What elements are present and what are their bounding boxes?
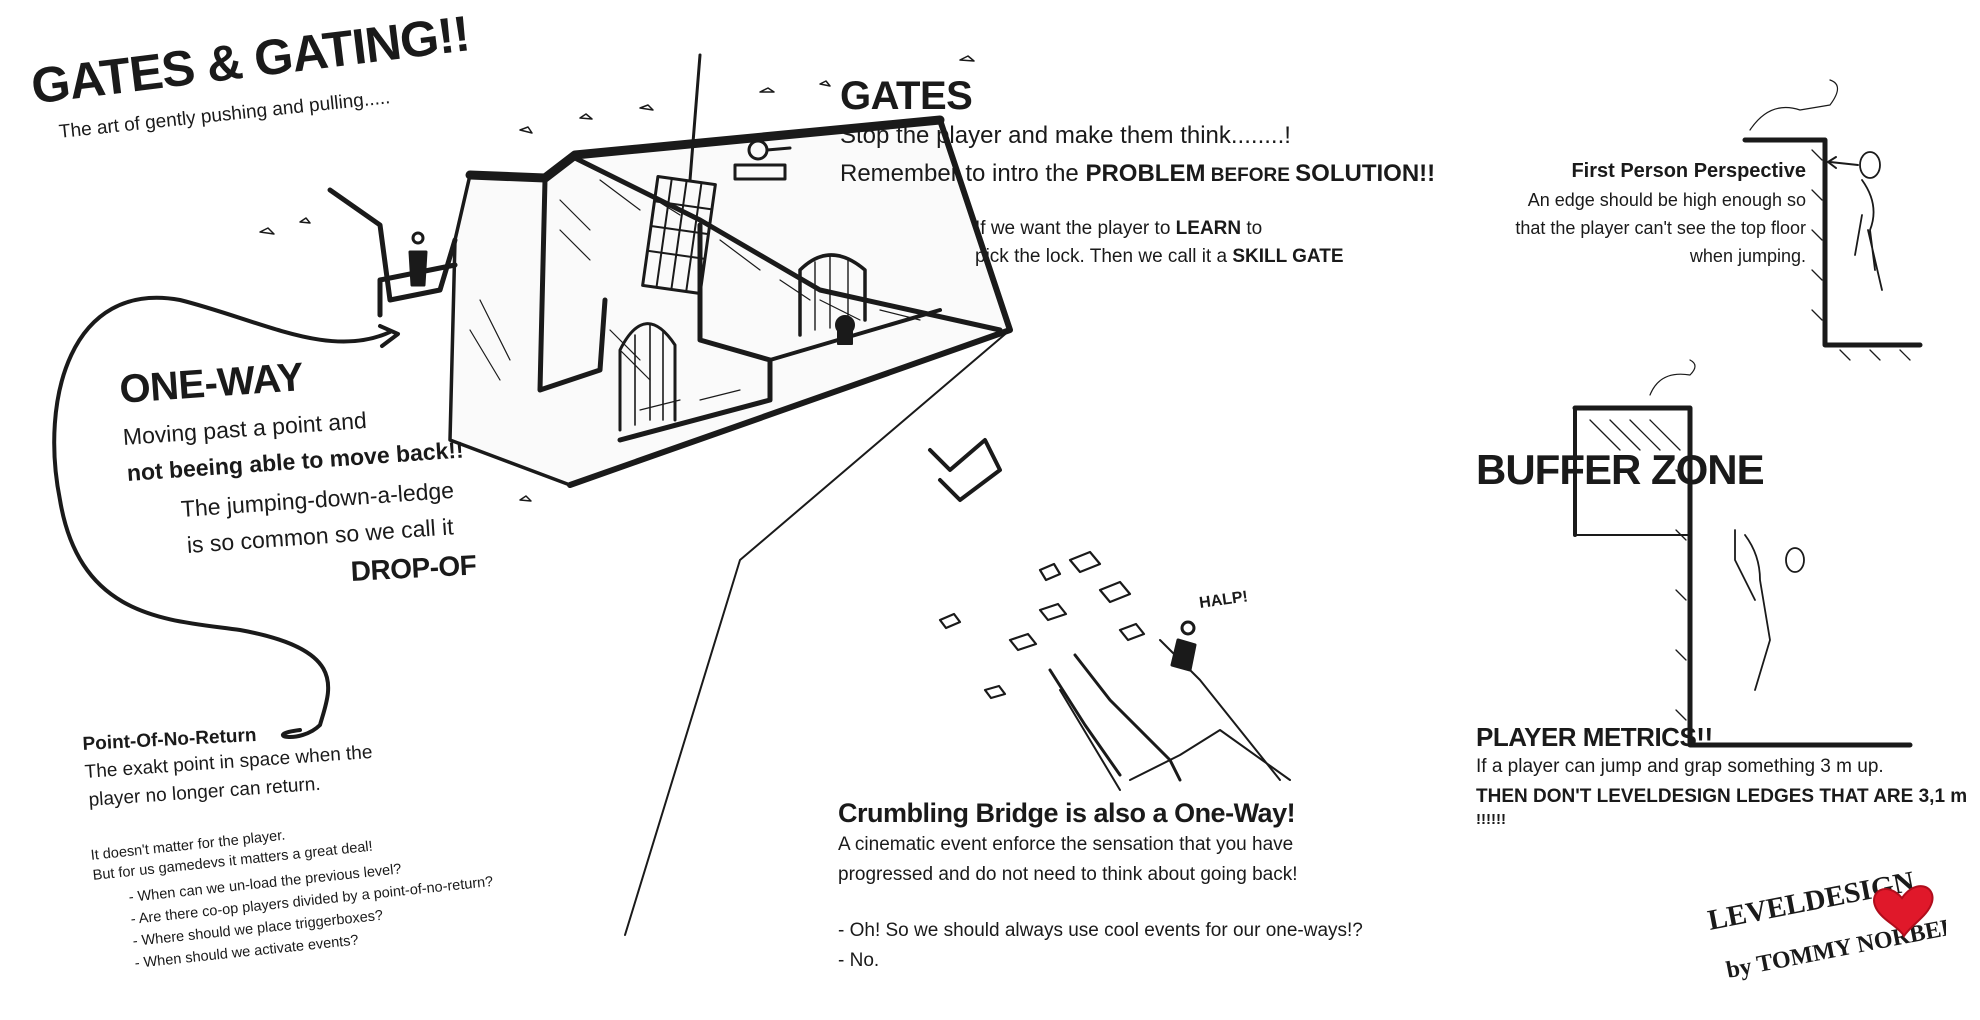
crumbling-bridge-heading: Crumbling Bridge is also a One-Way! — [838, 798, 1296, 828]
solution-emphasis: SOLUTION!! — [1295, 160, 1436, 187]
signature-logo: LEVELDESIGN by TOMMY NORBERG — [1706, 865, 1946, 983]
gates-text-line2: Remember to intro the PROBLEM BEFORE SOL… — [840, 160, 1435, 188]
buffer-zone-heading: BUFFER ZONE — [1476, 446, 1765, 493]
skill-gate-line1: If we want the player to LEARN to — [975, 218, 1262, 240]
first-person-ledge-sketch — [1742, 79, 1923, 361]
padlock-icon — [835, 315, 855, 345]
first-person-line1: An edge should be high enough so — [1527, 190, 1806, 210]
skill-line1-pre: If we want the player to — [975, 218, 1176, 239]
crumbling-line2: progressed and do not need to think abou… — [838, 864, 1298, 885]
halp-label: HALP! — [1198, 588, 1249, 612]
learn-emphasis: LEARN — [1175, 218, 1242, 239]
gates-line2-pre: Remember to intro the — [840, 160, 1086, 187]
drop-of-label: DROP-OF — [350, 549, 478, 587]
crumbling-line1: A cinematic event enforce the sensation … — [838, 834, 1294, 855]
metrics-line2-pre: THEN DON'T LEVELDESIGN LEDGES THAT ARE 3… — [1476, 786, 1968, 807]
skill-line1-post: to — [1241, 218, 1263, 239]
crumbling-line4: - No. — [838, 950, 880, 971]
stick-figure-icon — [408, 231, 428, 287]
skill-gate-line2: pick the lock. Then we call it a SKILL G… — [975, 246, 1344, 268]
first-person-line2: that the player can't see the top floor — [1515, 218, 1806, 238]
problem-emphasis: PROBLEM — [1085, 160, 1206, 187]
skill-line2-pre: pick the lock. Then we call it a — [975, 246, 1233, 267]
heart-icon — [1873, 885, 1934, 938]
before-emphasis: BEFORE — [1205, 165, 1296, 186]
buffer-zone-ledge-sketch — [1572, 359, 1913, 748]
gates-text-line1: Stop the player and make them think.....… — [840, 122, 1291, 149]
crumbling-bridge-sketch: HALP! — [624, 329, 1291, 936]
dungeon-sketch — [259, 53, 1013, 502]
metrics-line2-exclaim: !!!!!! — [1476, 811, 1506, 828]
first-person-line3: when jumping. — [1689, 246, 1806, 266]
crumbling-line3: - Oh! So we should always use cool event… — [838, 920, 1363, 941]
player-metrics-line2: THEN DON'T LEVELDESIGN LEDGES THAT ARE 3… — [1476, 786, 1980, 830]
gates-heading: GATES — [840, 74, 973, 118]
first-person-heading: First Person Perspective — [1571, 160, 1806, 182]
player-metrics-heading: PLAYER METRICS!! — [1476, 722, 1713, 752]
skill-gate-emphasis: SKILL GATE — [1232, 246, 1344, 267]
one-way-curve-arrow — [52, 295, 392, 739]
player-metrics-line1: If a player can jump and grap something … — [1476, 756, 1884, 777]
key-icon — [733, 139, 792, 181]
